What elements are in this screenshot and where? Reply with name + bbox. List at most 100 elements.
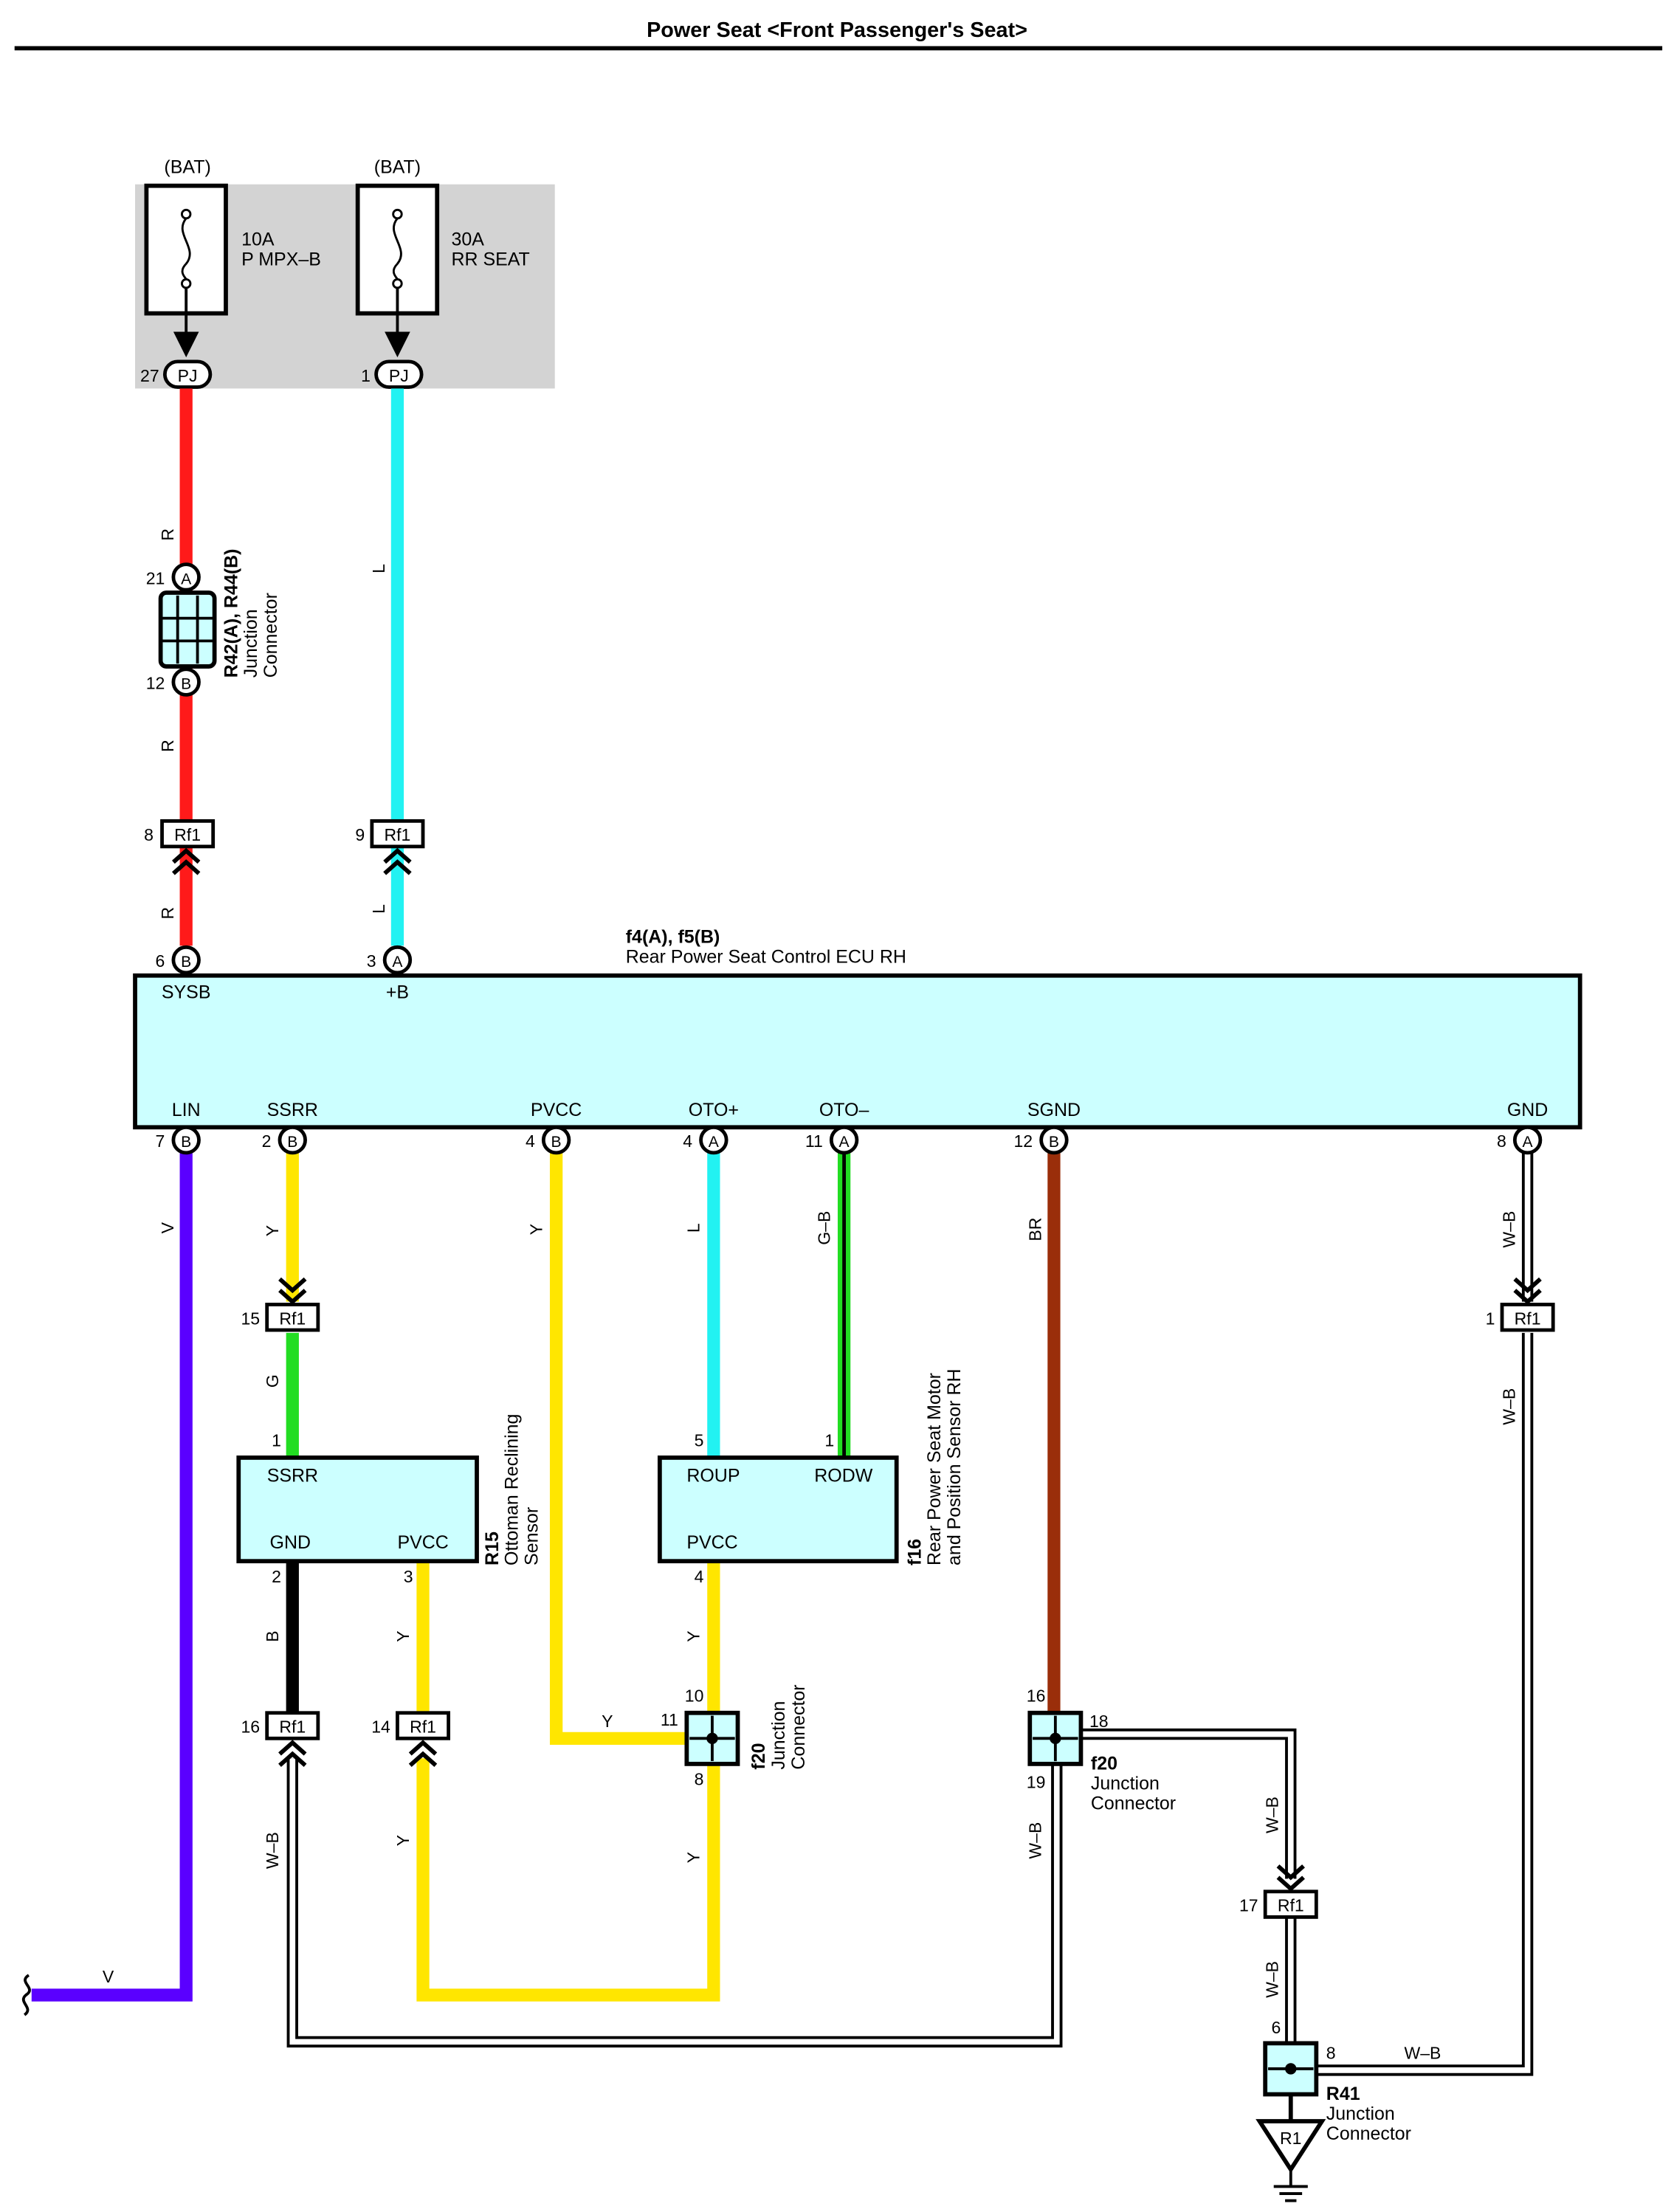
fuse1-source: (BAT): [164, 156, 210, 177]
wire-wb-f20-fill: [1081, 1731, 1294, 1879]
svg-text:12: 12: [1013, 1131, 1033, 1151]
svg-text:f16: f16: [904, 1539, 925, 1565]
junction-r41: 6 8 R41 Junction Connector: [1263, 2018, 1411, 2144]
svg-text:R42(A), R44(B): R42(A), R44(B): [221, 548, 241, 678]
f16-label: f16 Rear Power Seat Motor and Position S…: [904, 1368, 965, 1565]
fuse1-pin: 27: [140, 366, 159, 385]
svg-text:Rear Power Seat Motor: Rear Power Seat Motor: [924, 1373, 945, 1565]
inline-connector-rf1-8: Rf1 8: [144, 819, 216, 875]
svg-text:9: 9: [355, 825, 365, 844]
svg-text:L: L: [684, 1223, 703, 1233]
svg-text:SGND: SGND: [1027, 1100, 1081, 1120]
svg-text:19: 19: [1027, 1773, 1046, 1792]
fuse2-connector: [374, 359, 424, 389]
inline-connector-rf1-17: Rf1 17: [1239, 1864, 1318, 1919]
r15-sensor-body: [236, 1455, 479, 1564]
svg-text:G: G: [263, 1374, 282, 1388]
fuse2-conn: PJ: [389, 366, 409, 385]
svg-text:16: 16: [241, 1717, 260, 1737]
fuse1-rating: 10A: [241, 229, 275, 249]
f16-pin1: 1: [824, 1431, 834, 1450]
svg-text:V: V: [103, 1967, 114, 1986]
svg-text:Y: Y: [393, 1630, 413, 1641]
junction-connector-r42: A 21 B 12: [146, 562, 217, 697]
f16-motor-body: [657, 1455, 899, 1564]
svg-text:Y: Y: [602, 1712, 613, 1731]
svg-text:Junction: Junction: [1091, 1773, 1160, 1794]
svg-text:R: R: [158, 907, 177, 920]
r15-pin1: 1: [272, 1431, 281, 1450]
svg-text:8: 8: [1497, 1131, 1506, 1151]
svg-text:SYSB: SYSB: [162, 982, 211, 1002]
svg-text:B: B: [181, 1134, 191, 1151]
svg-text:W–B: W–B: [263, 1832, 282, 1869]
ecu-terminal-lin: LIN B 7: [156, 1100, 201, 1155]
ecu-terminal-plus-b: A 3 +B: [367, 945, 413, 1002]
fuse1-name: P MPX–B: [241, 249, 321, 269]
junction-f20-a: 10 11 8: [661, 1686, 740, 1789]
svg-text:and Position Sensor RH: and Position Sensor RH: [944, 1368, 965, 1565]
ecu-terminal-oto-plus: OTO+ A 4: [683, 1100, 739, 1155]
svg-text:BR: BR: [1026, 1218, 1045, 1241]
ecu-terminal-sgnd: SGND B 12: [1013, 1100, 1081, 1155]
inline-connector-rf1-15: Rf1 15: [241, 1277, 320, 1332]
inline-connector-rf1-1: Rf1 1: [1486, 1277, 1555, 1332]
svg-text:A: A: [839, 1134, 850, 1151]
svg-text:Rf1: Rf1: [1515, 1309, 1541, 1328]
svg-text:Rf1: Rf1: [410, 1717, 436, 1737]
wire-wb-gnd-2-fill: [1318, 1332, 1531, 2073]
svg-text:Junction: Junction: [241, 609, 261, 678]
svg-text:Connector: Connector: [1326, 2123, 1411, 2144]
fuse1-connector: [162, 359, 213, 389]
fuse-icon: [385, 208, 410, 358]
ecu-terminal-oto-minus: OTO– A 11: [805, 1100, 869, 1155]
f16-pin5: 5: [695, 1431, 704, 1450]
svg-text:B: B: [287, 1134, 297, 1151]
fuse1-conn: PJ: [178, 366, 198, 385]
svg-text:Connector: Connector: [1091, 1793, 1176, 1813]
svg-text:Y: Y: [684, 1852, 703, 1863]
ecu-terminal-gnd: GND A 8: [1497, 1100, 1548, 1155]
ecu-terminal-sysb: B 6 SYSB: [156, 945, 211, 1002]
svg-text:Junction: Junction: [1326, 2104, 1395, 2124]
svg-text:21: 21: [146, 569, 165, 588]
wire-break-icon: [21, 1974, 31, 2016]
svg-text:Rf1: Rf1: [279, 1309, 306, 1328]
svg-text:PVCC: PVCC: [531, 1100, 582, 1120]
svg-text:Connector: Connector: [788, 1684, 809, 1769]
wire-yellow-pvcc: [549, 1151, 686, 1745]
svg-text:V: V: [158, 1222, 177, 1233]
svg-text:SSRR: SSRR: [267, 1100, 318, 1120]
svg-text:OTO+: OTO+: [689, 1100, 739, 1120]
svg-text:f20: f20: [748, 1743, 769, 1770]
fuse2-name: RR SEAT: [451, 249, 529, 269]
svg-text:L: L: [369, 564, 388, 573]
fuse-icon: [173, 208, 199, 358]
ground-icon: R1: [1256, 2119, 1326, 2202]
svg-text:7: 7: [156, 1131, 165, 1151]
svg-text:Ottoman Reclining: Ottoman Reclining: [502, 1414, 523, 1565]
svg-text:8: 8: [695, 1770, 704, 1789]
svg-text:17: 17: [1239, 1896, 1258, 1915]
svg-text:18: 18: [1089, 1712, 1109, 1731]
svg-text:8: 8: [144, 825, 154, 844]
fuse2-source: (BAT): [374, 156, 421, 177]
svg-text:3: 3: [367, 951, 376, 971]
f16-pvcc-label: PVCC: [686, 1532, 737, 1553]
f16-rodw-label: RODW: [814, 1466, 872, 1486]
fuse2-pin: 1: [361, 366, 371, 385]
ecu-terminal-pvcc: PVCC B 4: [526, 1100, 582, 1155]
svg-text:A: A: [1523, 1134, 1534, 1151]
svg-text:Y: Y: [263, 1225, 282, 1236]
svg-text:12: 12: [146, 674, 165, 693]
r15-pvcc-label: PVCC: [397, 1532, 448, 1553]
wire-labels: R R R L L V V Y G Y Y L G–B BR W–B W–B B…: [103, 528, 1518, 2063]
svg-text:Rf1: Rf1: [1278, 1896, 1304, 1915]
svg-text:16: 16: [1027, 1686, 1046, 1705]
r15-ssrr-label: SSRR: [267, 1466, 318, 1486]
ecu-terminal-ssrr: SSRR B 2: [262, 1100, 318, 1155]
r15-pin2: 2: [272, 1567, 281, 1586]
svg-text:OTO–: OTO–: [819, 1100, 869, 1120]
svg-text:4: 4: [683, 1131, 692, 1151]
